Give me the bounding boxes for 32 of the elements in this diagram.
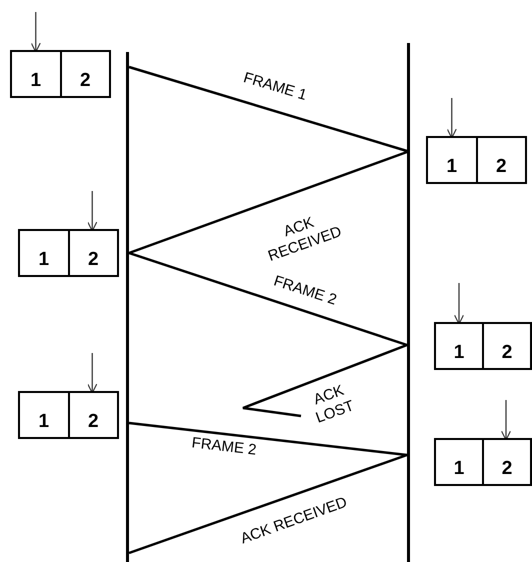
pointer-arrow	[30, 12, 41, 53]
timeline-line	[407, 43, 410, 562]
pointer-arrow	[454, 283, 464, 325]
frame-number: 1	[446, 157, 458, 176]
frame-number: 2	[80, 71, 91, 90]
transmission-line	[128, 454, 408, 554]
transmission-line	[242, 344, 408, 418]
timeline-line	[126, 52, 129, 562]
pointer-arrow	[87, 353, 98, 394]
transmission-line	[128, 422, 408, 456]
transmission-line	[128, 66, 408, 152]
frame-number: 2	[502, 343, 512, 362]
window-box	[434, 438, 532, 486]
pointer-arrow	[500, 400, 512, 441]
frame-number: 1	[38, 412, 50, 431]
window-box	[18, 391, 119, 439]
window-box	[18, 229, 119, 277]
window-box	[10, 50, 111, 98]
pointer-arrow	[87, 191, 98, 232]
transmission-line	[128, 150, 408, 254]
frame-number: 1	[38, 250, 50, 269]
pointer-arrow	[446, 98, 457, 139]
frame-number: 1	[454, 459, 464, 478]
frame-number: 2	[88, 250, 99, 269]
frame-number: 2	[88, 412, 99, 431]
frame-number: 2	[496, 157, 507, 176]
window-box	[434, 322, 532, 370]
transmission-line	[128, 252, 408, 346]
window-box	[426, 136, 527, 184]
frame-number: 1	[454, 343, 464, 362]
frame-number: 2	[502, 459, 512, 478]
frame-number: 1	[30, 71, 42, 90]
